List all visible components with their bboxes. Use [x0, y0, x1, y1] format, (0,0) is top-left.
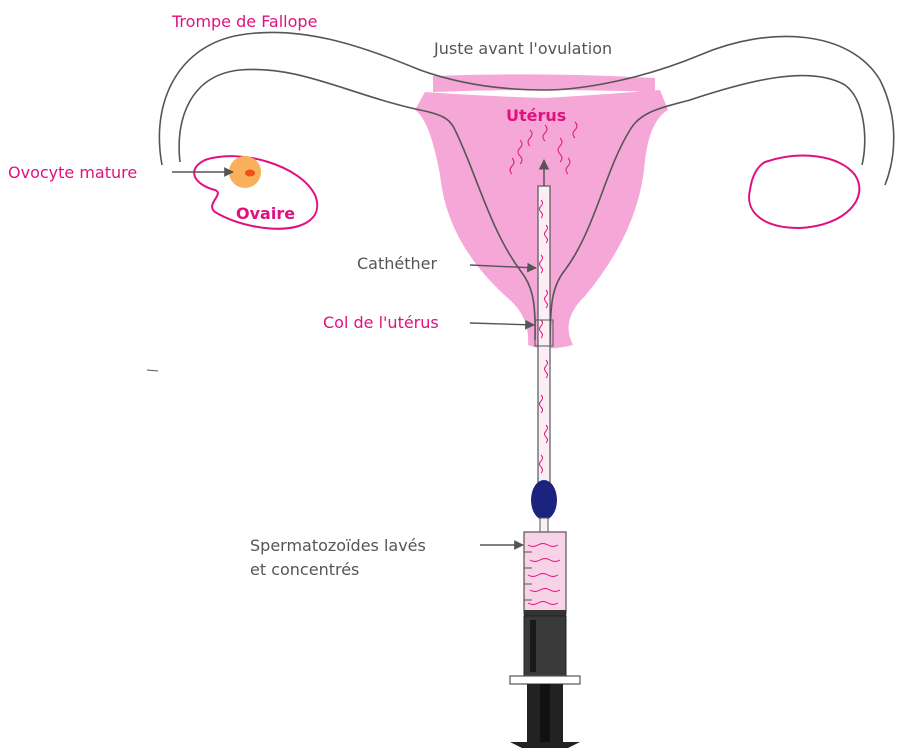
oocyte-icon [229, 156, 261, 188]
oocyte-nucleus [245, 170, 255, 177]
right-ovary [749, 156, 859, 228]
catheter-hub [531, 480, 557, 520]
cervix-label: Col de l'utérus [323, 313, 439, 332]
sperm-label-line1: Spermatozoïdes lavés [250, 536, 426, 555]
mature-oocyte-label: Ovocyte mature [8, 163, 137, 182]
syringe-icon [510, 532, 580, 748]
uterus-label: Utérus [506, 106, 566, 125]
stray-mark [147, 370, 158, 371]
ovary-label: Ovaire [236, 204, 295, 223]
fallopian-tube-label: Trompe de Fallope [171, 12, 317, 31]
sperm-label-line2: et concentrés [250, 560, 359, 579]
catheter-label: Cathéther [357, 254, 437, 273]
cervix-pointer [470, 323, 534, 325]
diagram-title: Juste avant l'ovulation [433, 39, 612, 58]
catheter [535, 160, 553, 486]
